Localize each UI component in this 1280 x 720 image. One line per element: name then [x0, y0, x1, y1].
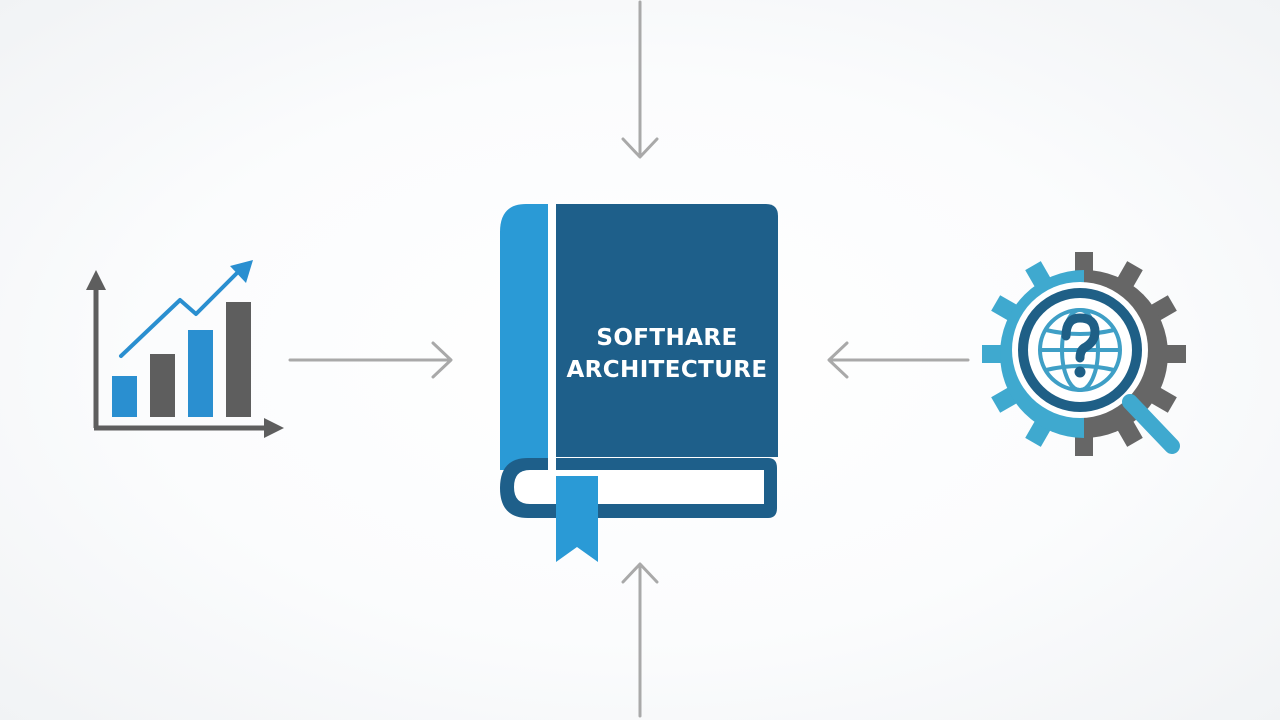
chart-bar [150, 354, 175, 417]
book-icon [500, 204, 778, 562]
book-title: SOFTHARE ARCHITECTURE [556, 322, 778, 386]
book-title-line-2: ARCHITECTURE [566, 357, 768, 383]
trend-line [119, 268, 242, 358]
arrow-from-bottom [621, 562, 659, 718]
gear-magnifier-question-icon [982, 252, 1186, 456]
magnifier-handle [1122, 394, 1180, 454]
book-cover [556, 204, 778, 457]
arrow-from-top [621, 0, 659, 159]
chart-bar [112, 376, 137, 417]
arrow-from-right [827, 341, 970, 379]
book-title-line-1: SOFTHARE [596, 325, 738, 351]
book-spine [500, 204, 548, 470]
chart-bar [226, 302, 251, 417]
growth-chart-icon [86, 260, 284, 438]
question-mark-icon [1061, 313, 1100, 378]
chart-bar [188, 330, 213, 417]
arrow-from-left [288, 341, 453, 379]
bookmark-ribbon [556, 476, 598, 562]
